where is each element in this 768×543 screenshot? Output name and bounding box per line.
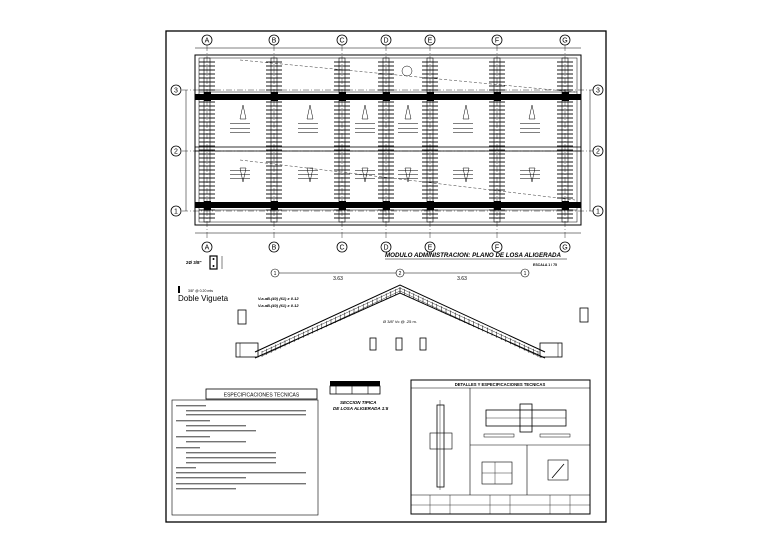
grid-axis-letters-bottom: A B C D E F G xyxy=(201,241,571,253)
axis-bubble-c-bottom: C xyxy=(339,245,344,252)
axis-bubble-2-right: 2 xyxy=(596,149,600,156)
typical-slab-section: SECCION TIPICA DE LOSA ALIGERADA 1:5 xyxy=(329,381,389,411)
typical-section-title-1: SECCION TIPICA xyxy=(340,400,377,405)
axis-bubble-e-bottom: E xyxy=(428,245,433,252)
axis-bubble-a-top: A xyxy=(205,38,210,45)
specs-title: ESPECIFICACIONES TECNICAS xyxy=(224,393,300,399)
sheet-border xyxy=(165,30,607,523)
section-dim-right: 3.63 xyxy=(457,276,467,282)
axis-bubble-c-top: C xyxy=(339,38,344,45)
axis-bubble-3-right: 3 xyxy=(596,88,600,95)
axis-bubble-2-left: 2 xyxy=(174,149,178,156)
axis-bubble-g-bottom: G xyxy=(562,245,567,252)
axis-bubble-3-left: 3 xyxy=(174,88,178,95)
axis-bubble-b-bottom: B xyxy=(272,245,277,252)
section-axis-left: 1 xyxy=(274,271,277,277)
rebar-stirrup-label: 3/8" @ 0.20 mts xyxy=(188,289,213,293)
temperature-steel-note: Ø 3/8" t/c @ .25 m. xyxy=(383,319,417,324)
axis-bubble-b-top: B xyxy=(272,38,277,45)
details-panel: DETALLES Y ESPECIFICACIONES TECNICAS xyxy=(410,379,591,515)
rebar-bar-label: 2Ø 3/8" xyxy=(186,260,202,265)
axis-bubble-d-top: D xyxy=(383,38,388,45)
axis-bubble-f-bottom: F xyxy=(495,245,499,252)
axis-bubble-g-top: G xyxy=(562,38,567,45)
double-joist-title: Doble Vigueta xyxy=(178,294,229,303)
details-title: DETALLES Y ESPECIFICACIONES TECNICAS xyxy=(455,382,546,387)
axis-bubble-f-top: F xyxy=(495,38,499,45)
section-axis-right: 1 xyxy=(524,271,527,277)
plan-title: MODULO ADMINISTRACION: PLANO DE LOSA ALI… xyxy=(385,252,562,259)
plan-scale: ESCALA 1 / 75 xyxy=(533,263,557,267)
rebar-note-2: V.a.aB.(40) (61) x 0.12 xyxy=(258,303,299,308)
grid-axis-numbers: 3 2 1 3 2 1 xyxy=(170,84,604,217)
slab-plan xyxy=(182,45,594,240)
double-joist-detail: 2Ø 3/8" 3/8" @ 0.20 mts Doble Vigueta xyxy=(178,255,229,303)
grid-axis-letters-top: A B C D E F G xyxy=(201,34,571,46)
rebar-note-1: V.a.aB.(40) (61) x 0.12 xyxy=(258,296,299,301)
roof-section: 1 2 1 3.63 3.63 V.a.aB.(40) (61) x 0.12 … xyxy=(235,268,589,359)
section-dim-left: 3.63 xyxy=(333,276,343,282)
technical-specs: ESPECIFICACIONES TECNICAS xyxy=(171,388,319,516)
axis-bubble-1-right: 1 xyxy=(596,209,600,216)
typical-section-title-2: DE LOSA ALIGERADA 1:5 xyxy=(333,406,389,411)
section-axis-mid: 2 xyxy=(399,271,402,277)
axis-bubble-d-bottom: D xyxy=(383,245,388,252)
axis-bubble-e-top: E xyxy=(428,38,433,45)
axis-bubble-1-left: 1 xyxy=(174,209,178,216)
axis-bubble-a-bottom: A xyxy=(205,245,210,252)
